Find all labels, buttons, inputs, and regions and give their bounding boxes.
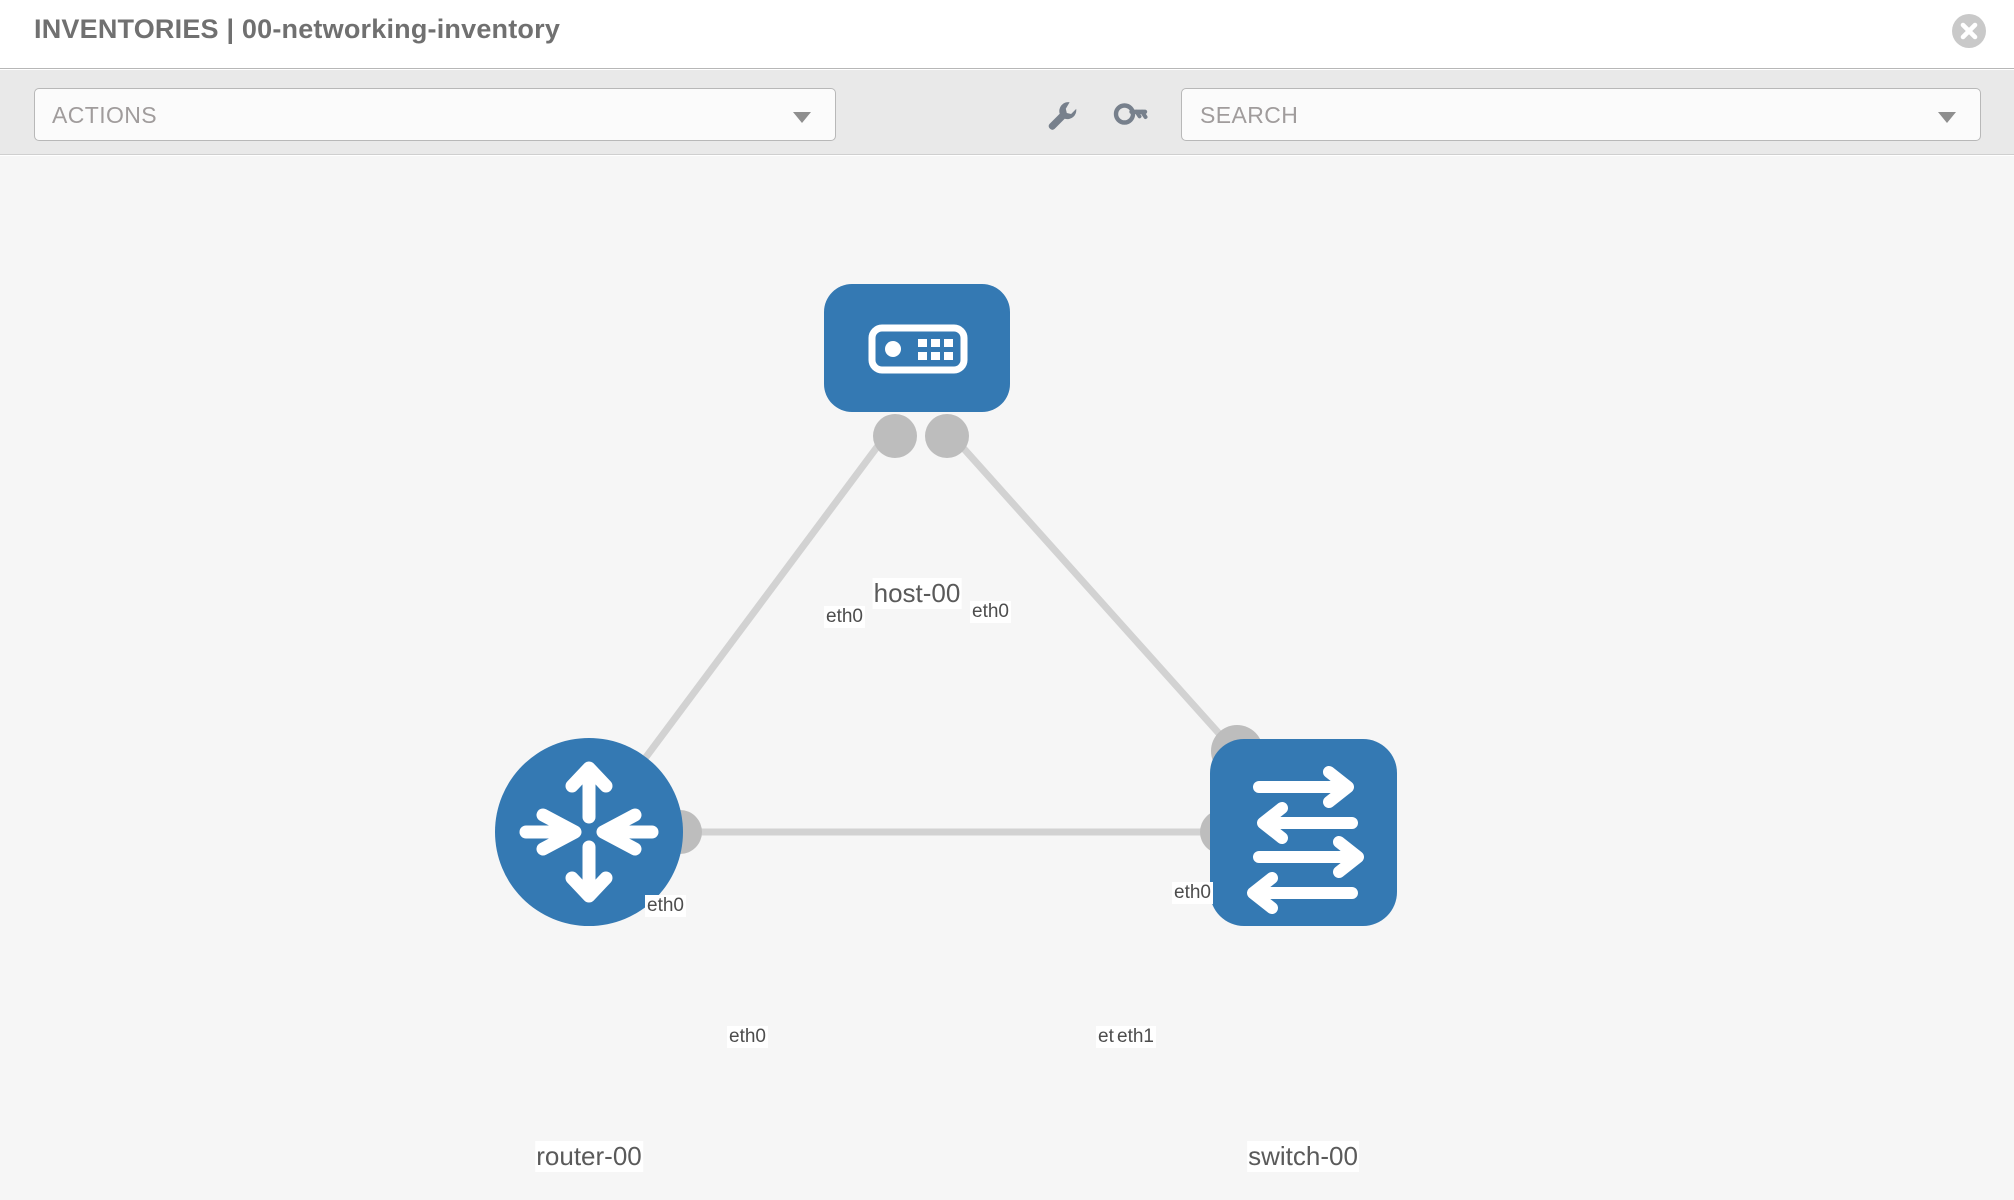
- iface-label-router00-eth0: eth0: [727, 1026, 768, 1048]
- chevron-down-icon[interactable]: [1938, 112, 1956, 123]
- key-icon[interactable]: [1112, 98, 1148, 134]
- actions-dropdown[interactable]: ACTIONS: [34, 88, 836, 141]
- chevron-down-icon: [793, 112, 811, 123]
- node-router-00[interactable]: [495, 738, 683, 926]
- link-host00-router00: [614, 428, 892, 799]
- iface-label-host00-left: eth0: [824, 606, 865, 628]
- server-appliance-icon: [868, 324, 968, 374]
- close-icon[interactable]: [1952, 14, 1986, 48]
- node-label-switch-00: switch-00: [1247, 1141, 1359, 1172]
- search-input[interactable]: SEARCH: [1181, 88, 1981, 141]
- page-title: INVENTORIES | 00-networking-inventory: [34, 14, 561, 44]
- connector-host00-right: [925, 414, 969, 458]
- topology-links: [614, 428, 1278, 836]
- node-host-00[interactable]: [824, 284, 1010, 412]
- iface-label-host00-right: eth0: [970, 601, 1011, 623]
- iface-label-switch00-uplink: eth0: [1172, 882, 1213, 904]
- iface-label-router00-uplink: eth0: [645, 895, 686, 917]
- switch-arrows-icon: [1247, 766, 1364, 914]
- toolbar: ACTIONS SEARCH: [0, 70, 2014, 155]
- node-label-router-00: router-00: [535, 1141, 643, 1172]
- router-arrows-icon: [519, 761, 659, 903]
- topology-graph: [495, 284, 1397, 926]
- search-placeholder: SEARCH: [1200, 102, 1299, 128]
- actions-dropdown-label: ACTIONS: [52, 102, 158, 128]
- topology-canvas[interactable]: host-00 router-00 switch-00 eth0 eth0 et…: [0, 156, 2014, 1200]
- link-connectors: [658, 414, 1263, 854]
- connector-host00-left: [873, 414, 917, 458]
- wrench-icon[interactable]: [1044, 98, 1080, 134]
- node-switch-00[interactable]: [1210, 739, 1397, 926]
- node-label-host-00: host-00: [872, 578, 962, 609]
- iface-label-switch00-eth1: eth1: [1115, 1026, 1156, 1048]
- page-header: INVENTORIES | 00-networking-inventory: [0, 0, 2014, 69]
